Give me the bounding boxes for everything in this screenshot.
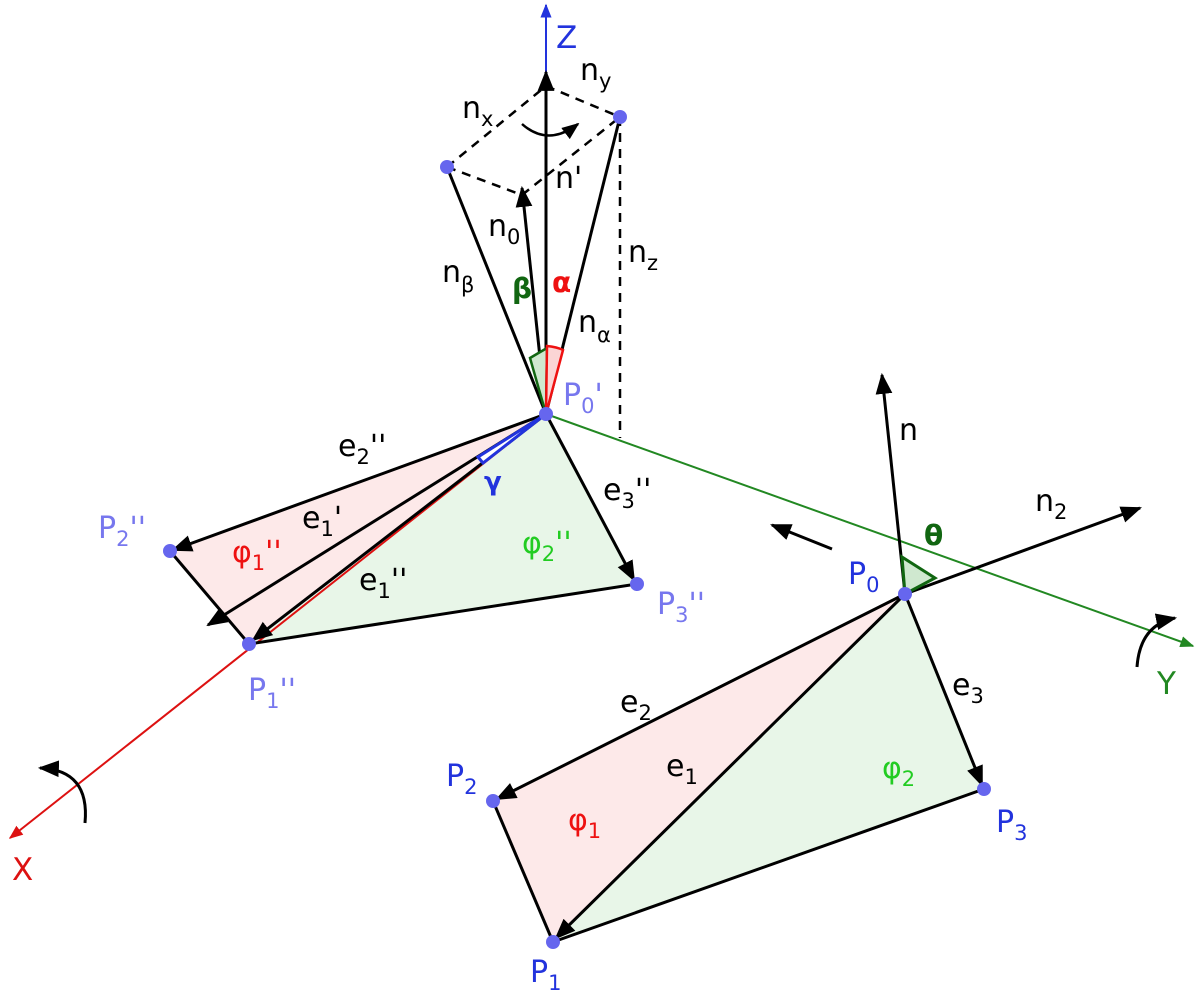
p2-p1-edge: [491, 800, 555, 943]
e1-single-prime-label: e1': [302, 501, 342, 541]
n-prime-label: n': [555, 161, 582, 196]
x-rotation-arrow: [37, 760, 87, 824]
phi2-double-prime-label: φ2'': [522, 526, 572, 566]
e2-double-prime: [171, 412, 547, 552]
e2-label: e2: [620, 685, 652, 725]
dashed-box-bottom-left: [446, 165, 523, 197]
e3-label: e3: [952, 668, 984, 708]
point-p0-prime: [539, 407, 553, 421]
z-axis-label: Z: [556, 20, 577, 56]
y-axis: [545, 413, 1195, 648]
theta-angle-marker: [900, 554, 938, 597]
point-p0: [898, 587, 912, 601]
e2-vector: [495, 592, 906, 801]
alpha-angle-marker: [544, 344, 565, 415]
e2-double-prime-label: e2'': [338, 429, 386, 469]
p2-double-prime-label: P2'': [98, 511, 146, 551]
x-axis-label: X: [12, 852, 33, 888]
phi1-double-prime-label: φ1'': [232, 535, 282, 575]
e3-vector: [903, 593, 984, 787]
nz-label: nz: [628, 235, 658, 275]
p1-p3-edge: [552, 787, 985, 944]
dashed-box-top-left: [446, 85, 547, 168]
n-beta-line: [445, 166, 548, 415]
point-p2: [486, 794, 500, 808]
e3-double-prime-label: e3'': [603, 473, 651, 513]
p2-p1-edge-double-prime: [168, 550, 251, 645]
p1-label: P1: [530, 955, 561, 995]
p1-double-prime-label: P1'': [248, 673, 296, 713]
n2-label: n2: [1035, 484, 1067, 524]
n-label: n: [899, 413, 918, 448]
n2-vector: [904, 506, 1142, 596]
point-n-alpha-tip: [613, 110, 627, 124]
translation-arrow: [770, 523, 833, 551]
z-rotation-arrow: [521, 122, 580, 140]
e1-label: e1: [666, 749, 698, 789]
y-rotation-arrow: [1135, 613, 1178, 668]
phi1-region: [493, 594, 905, 942]
e1-vector: [554, 592, 907, 940]
n-beta-label: nβ: [442, 255, 474, 297]
ny-label: ny: [580, 53, 611, 93]
n-alpha-label: nα: [578, 305, 611, 347]
n0-label: n0: [488, 209, 520, 249]
p0-label: P0: [848, 557, 879, 597]
p1-p3-edge-double-prime: [248, 582, 638, 646]
point-p2-double-prime: [163, 544, 177, 558]
e1-double-prime-label: e1'': [359, 563, 407, 603]
gamma-label: γ: [484, 467, 502, 497]
p2-label: P2: [446, 759, 477, 799]
p3-double-prime-label: P3'': [657, 587, 705, 627]
gamma-angle-marker: [475, 412, 547, 466]
nx-label: nx: [462, 91, 493, 131]
point-p1: [546, 935, 560, 949]
phi2-label: φ2: [882, 751, 915, 791]
dashed-box-bottom-right: [521, 116, 621, 196]
point-p1-double-prime: [242, 637, 256, 651]
alpha-label: α: [552, 266, 571, 299]
point-p3-double-prime: [630, 577, 644, 591]
y-axis-label: Y: [1156, 666, 1176, 702]
point-p3: [977, 782, 991, 796]
phi2-double-prime-region: [249, 414, 637, 644]
theta-label: θ: [924, 519, 943, 552]
e3-double-prime: [544, 413, 636, 582]
p3-label: P3: [996, 805, 1027, 845]
beta-label: β: [512, 272, 532, 305]
phi1-label: φ1: [568, 803, 601, 843]
phi2-region: [553, 594, 984, 942]
point-n-beta-tip: [440, 160, 454, 174]
dashed-box-top-right: [545, 84, 621, 119]
p0-prime-label: P0': [563, 378, 603, 418]
